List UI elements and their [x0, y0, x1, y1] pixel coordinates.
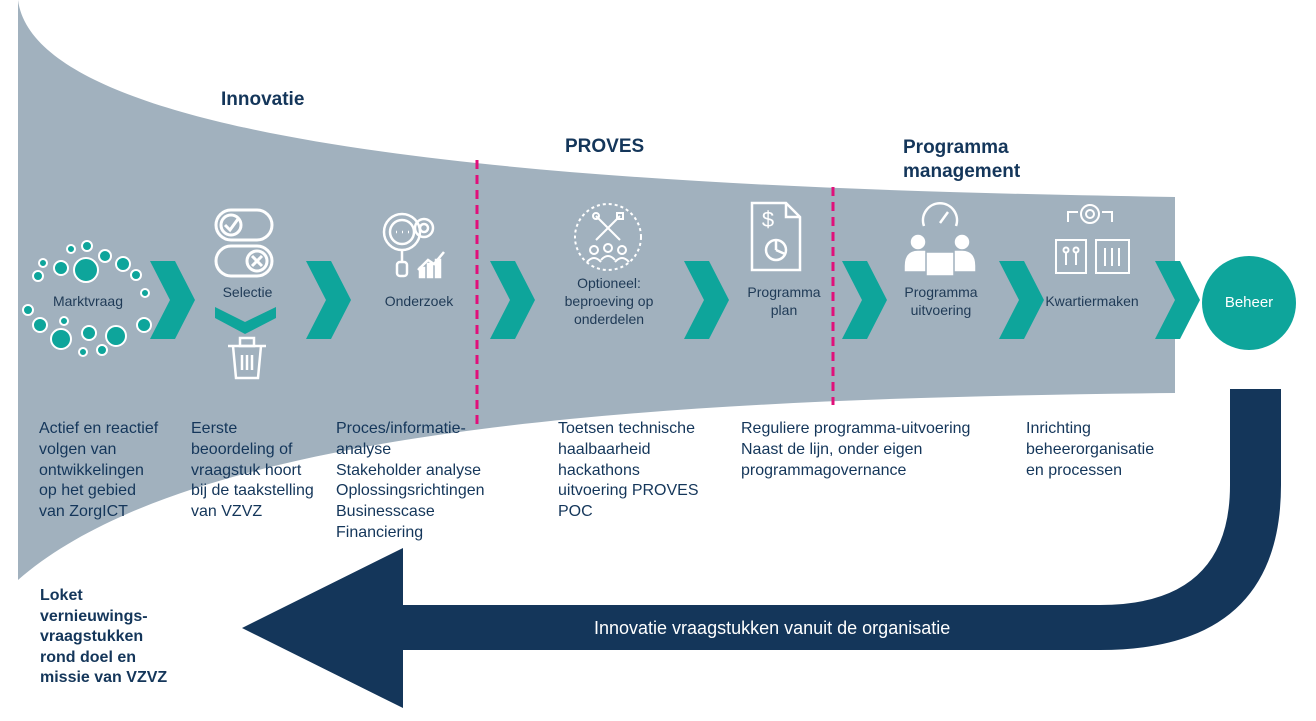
step-label-onderzoek: Onderzoek — [384, 293, 454, 309]
toggle-switches-icon — [214, 208, 274, 278]
step-label-optioneel: Optioneel: beproeving op onderdelen — [564, 275, 654, 327]
end-step-beheer: Beheer — [1224, 294, 1274, 311]
description-proves: Toetsen technische haalbaarheid hackatho… — [558, 420, 699, 521]
chevron-icons — [150, 261, 1200, 339]
description-programma: Reguliere programma-uitvoering Naast de … — [741, 420, 971, 479]
step-label-marktvraag: Marktvraag — [52, 293, 124, 309]
meeting-gauge-icon — [904, 202, 976, 276]
return-arrow — [242, 389, 1281, 708]
step-label-programma-uitvoering: Programma uitvoering — [904, 284, 978, 318]
phase-title-innovatie: Innovatie — [221, 89, 305, 110]
step-label-programma-plan: Programma plan — [747, 284, 821, 318]
description-onderzoek: Proces/informatie- analyse Stakeholder a… — [336, 420, 485, 541]
chevron-right-icon — [306, 261, 351, 339]
organisation-gear-icon — [1055, 204, 1130, 274]
funnel-shape — [18, 0, 1175, 580]
step-label-kwartiermaken: Kwartiermaken — [1045, 293, 1139, 309]
phase-title-programma: Programma management — [903, 137, 1021, 182]
chevron-right-icon — [490, 261, 535, 339]
return-arrow-label: Innovatie vraagstukken vanuit de organis… — [594, 618, 951, 638]
chevron-right-icon — [684, 261, 729, 339]
magnifier-gear-chart-icon — [382, 212, 445, 279]
description-kwartiermaken: Inrichting beheerorganisatie en processe… — [1026, 420, 1155, 479]
chevron-down-icon — [215, 307, 276, 334]
svg-text:$: $ — [762, 207, 774, 232]
phase-title-proves: PROVES — [565, 136, 645, 157]
description-selectie: Eerste beoordeling of vraagstuk hoort bi… — [191, 420, 314, 521]
tools-team-icon — [574, 203, 642, 271]
bubbles-cluster-icon — [22, 240, 152, 357]
description-marktvraag: Actief en reactief volgen van ontwikkeli… — [39, 420, 159, 521]
chevron-right-icon — [1155, 261, 1200, 339]
chevron-right-icon — [999, 261, 1044, 339]
loket-label: Loket vernieuwings- vraagstukken rond do… — [40, 587, 168, 687]
trash-icon — [228, 336, 266, 380]
chevron-right-icon — [842, 261, 887, 339]
dollar-document-icon: $ — [750, 201, 802, 272]
chevron-right-icon — [150, 261, 195, 339]
beheer-circle — [1202, 256, 1296, 350]
step-label-selectie: Selectie — [222, 284, 273, 300]
